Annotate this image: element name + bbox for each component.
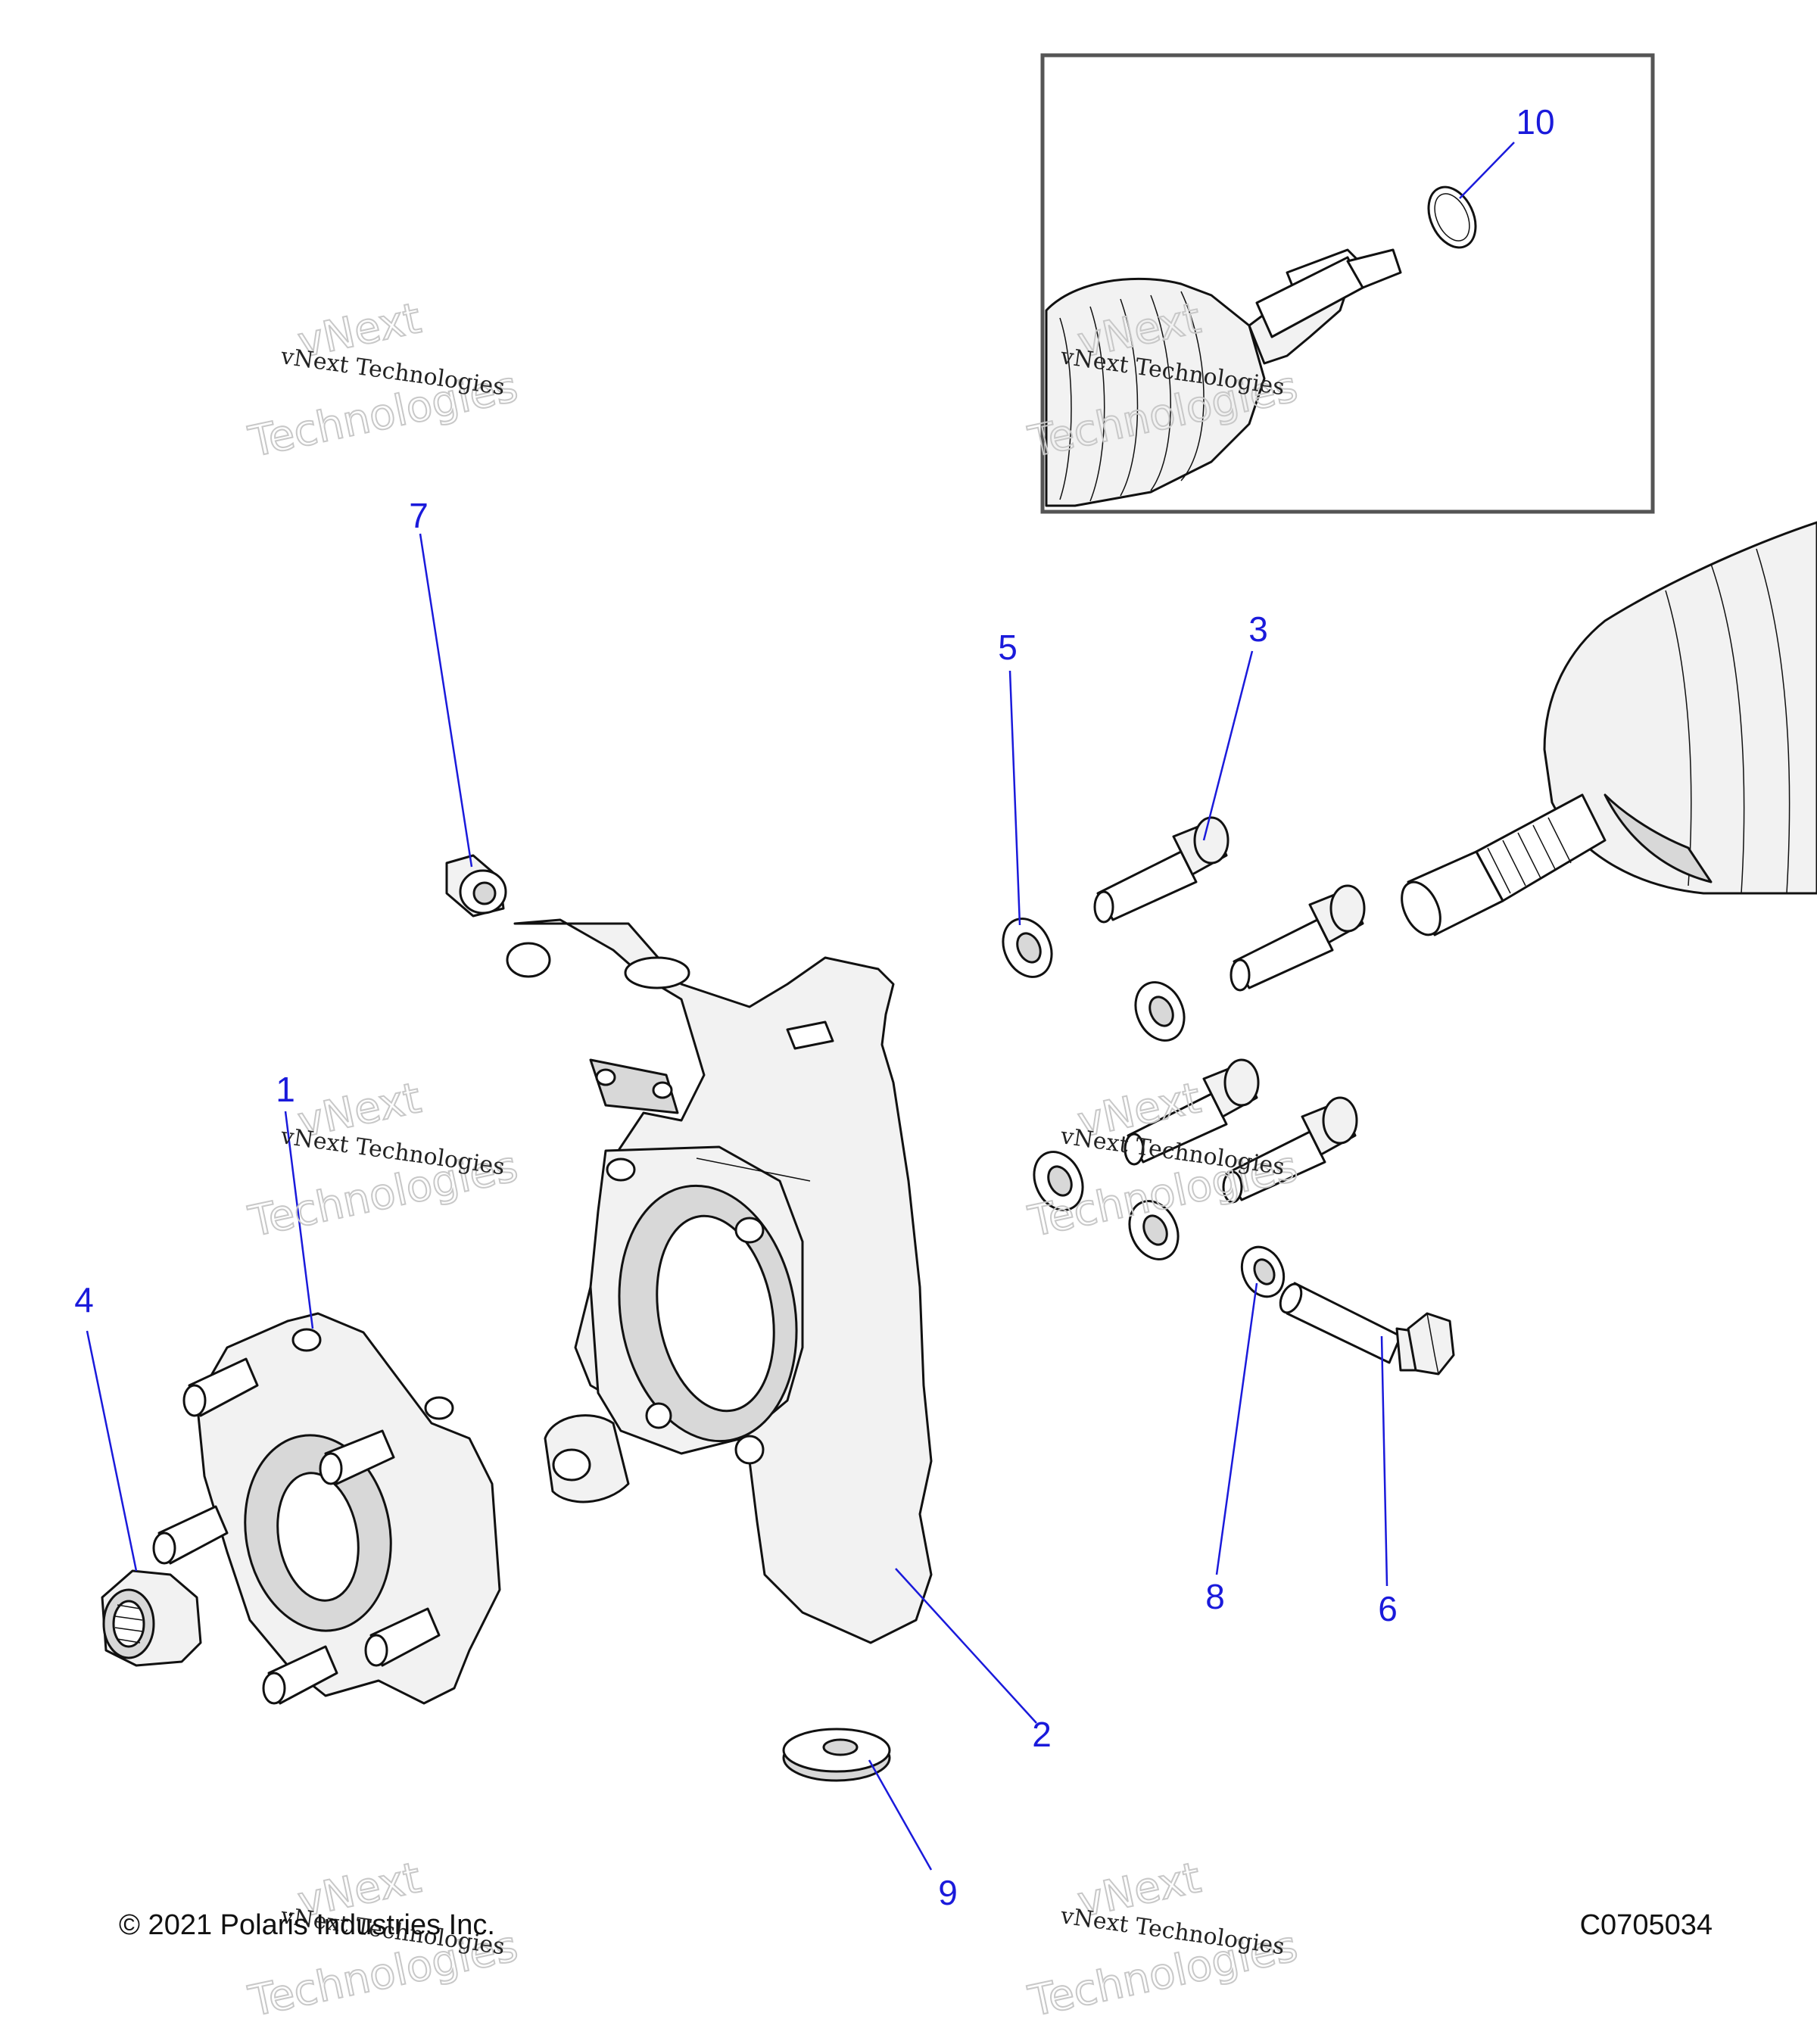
watermark-1: vNext Technologies vNext Technologies xyxy=(244,293,522,468)
callout-7: 7 xyxy=(409,496,429,535)
callout-3: 3 xyxy=(1248,609,1268,649)
watermark-6: vNext Technologies vNext Technologies xyxy=(1024,1852,1302,2027)
flange-bolt xyxy=(1279,1282,1455,1376)
bushing xyxy=(445,854,507,918)
callout-10: 10 xyxy=(1516,102,1554,142)
lug-nut xyxy=(101,1569,202,1667)
steering-knuckle xyxy=(506,918,933,1644)
leader-lines xyxy=(86,142,1515,1871)
wheel-hub xyxy=(152,1312,501,1705)
callout-8: 8 xyxy=(1205,1577,1225,1616)
copyright-text: © 2021 Polaris Industries Inc. xyxy=(119,1909,495,1941)
callout-5: 5 xyxy=(998,628,1018,667)
diagram-code: C0705034 xyxy=(1580,1909,1713,1941)
inset-detail-box xyxy=(1040,53,1655,514)
callout-1: 1 xyxy=(276,1070,295,1109)
axle-assembly xyxy=(1401,521,1817,936)
cap-screws xyxy=(1093,816,1366,1204)
callout-labels: 1 2 3 4 5 6 7 8 9 10 xyxy=(74,102,1554,1912)
washer-8 xyxy=(1240,1245,1286,1298)
callout-9: 9 xyxy=(938,1873,958,1912)
washers xyxy=(782,918,1286,1782)
callout-4: 4 xyxy=(74,1280,94,1320)
washer-5 xyxy=(1002,918,1053,978)
callout-2: 2 xyxy=(1032,1715,1052,1754)
washer-9 xyxy=(782,1728,891,1782)
callout-6: 6 xyxy=(1378,1589,1398,1628)
